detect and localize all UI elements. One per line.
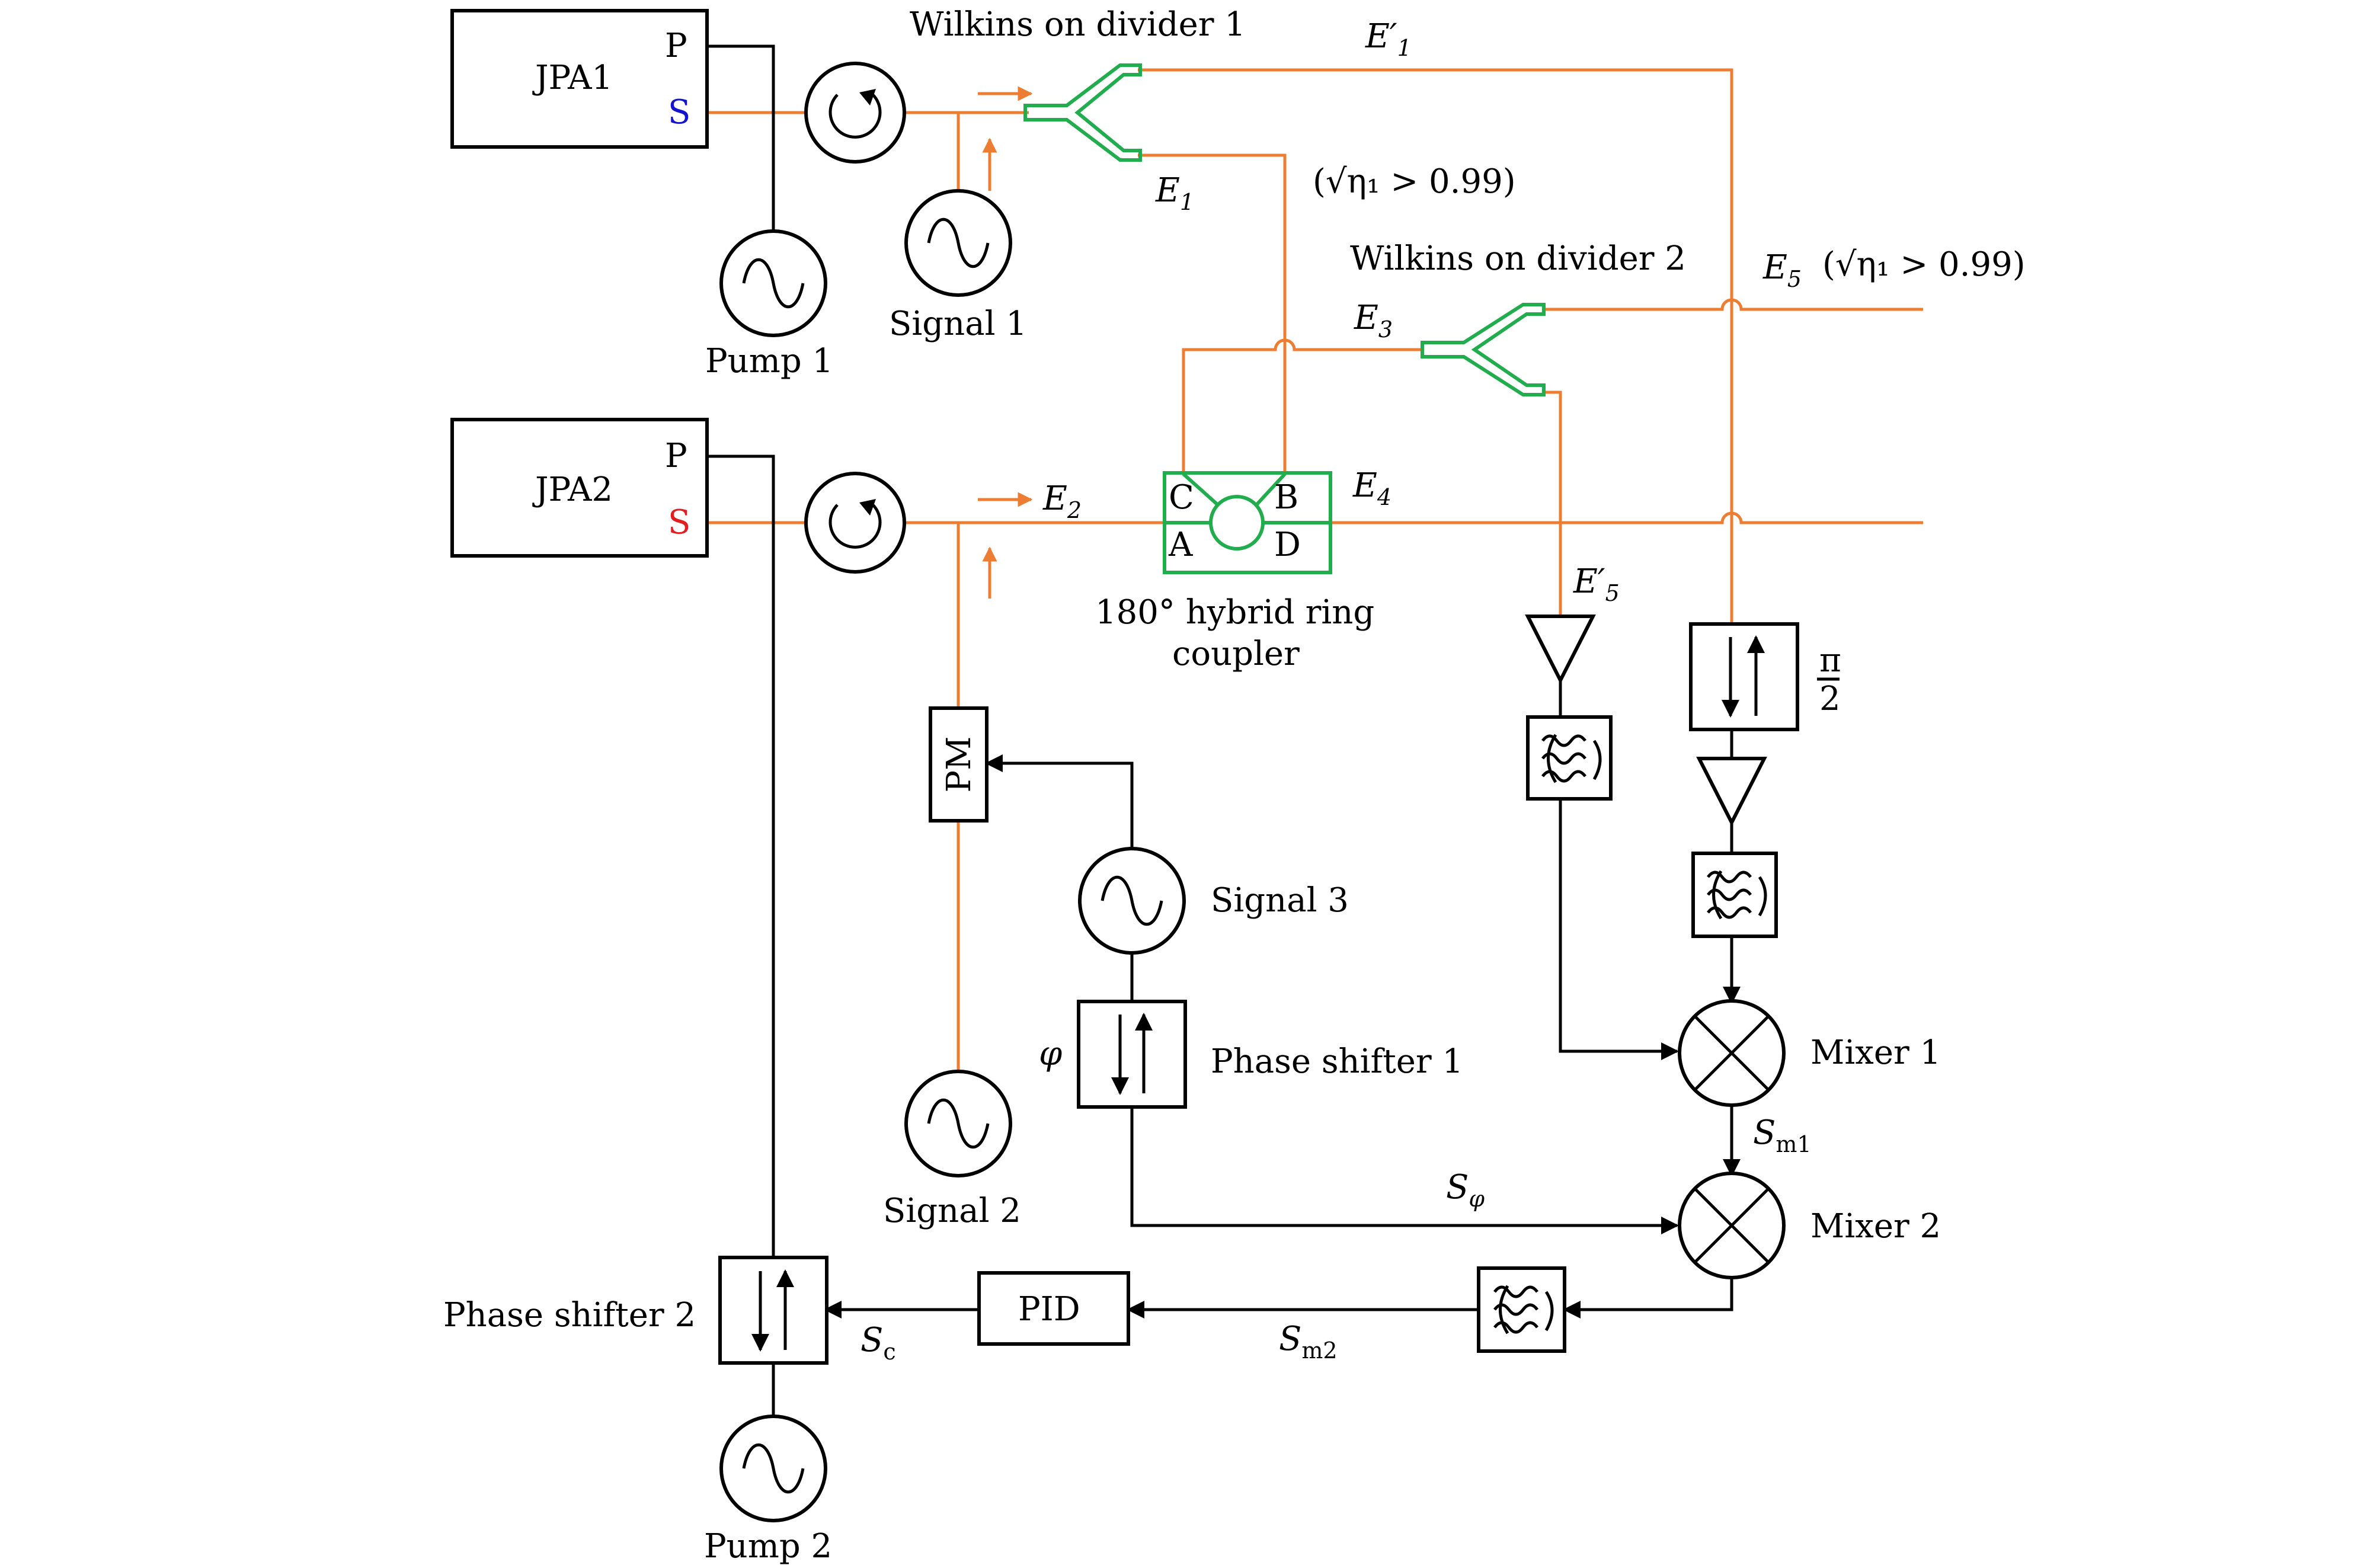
pump2-label: Pump 2	[704, 1527, 832, 1566]
label-e2: E2	[1042, 479, 1082, 523]
phase-shifter2-label: Phase shifter 2	[443, 1296, 696, 1335]
filter-icon	[1541, 734, 1602, 783]
signal2-label: Signal 2	[883, 1192, 1021, 1230]
jpa1-label: JPA1	[532, 59, 613, 97]
eta-e5-annotation: (√η₁ > 0.99)	[1822, 245, 2026, 284]
coupler-label-2: coupler	[1172, 635, 1300, 673]
pump1-label: Pump 1	[705, 342, 833, 380]
circulator-2	[804, 472, 906, 574]
jpa2-port-s: S	[668, 503, 690, 542]
control-lines	[707, 44, 1741, 1416]
amplifier-icon	[1696, 757, 1767, 827]
divider1-label: Wilkins on divider 1	[910, 5, 1246, 44]
signal3-source: Signal 3	[1078, 847, 1349, 955]
pi-numerator: π	[1819, 641, 1841, 680]
mixer-1	[1678, 999, 1786, 1107]
coupler-port-a: A	[1168, 526, 1193, 564]
amplifier-icon	[1525, 615, 1596, 684]
filter-icon	[1493, 1285, 1554, 1335]
jpa2-port-p: P	[665, 437, 687, 475]
circulator-arrow-icon	[859, 89, 876, 105]
phase-shifter1-symbol: φ	[1039, 1035, 1062, 1073]
sine-icon	[742, 1443, 805, 1494]
label-e3: E3	[1354, 299, 1393, 343]
signal1-source: Signal 1	[889, 189, 1027, 343]
mixer2-label: Mixer 2	[1810, 1207, 1941, 1246]
jpa1-port-s: S	[668, 93, 690, 132]
phase-shifter-1	[1077, 1000, 1187, 1109]
coupler-port-b: B	[1274, 478, 1298, 517]
pi-half-shifter	[1689, 622, 1799, 731]
signal1-label: Signal 1	[889, 305, 1027, 343]
label-e5: E5	[1762, 248, 1802, 292]
sine-icon	[927, 1098, 990, 1149]
rf-lines	[707, 68, 1923, 1071]
pm-label: PM	[940, 736, 978, 792]
divider2-label: Wilkins on divider 2	[1350, 239, 1686, 278]
filter-3	[1477, 1266, 1566, 1353]
circulator-arrow-icon	[859, 499, 876, 516]
jpa2-label: JPA2	[532, 471, 613, 509]
phase-modulator: PM	[929, 706, 989, 823]
wilkinson-divider-1	[1023, 63, 1142, 162]
phase-shifter-2	[718, 1256, 828, 1365]
signal3-label: Signal 3	[1211, 881, 1349, 920]
pid-label: PID	[1018, 1290, 1080, 1329]
eta-e1-annotation: (√η₁ > 0.99)	[1313, 162, 1516, 201]
sine-icon	[1101, 875, 1163, 926]
label-sm1: Sm1	[1753, 1113, 1812, 1157]
label-e5p: E′5	[1573, 562, 1620, 606]
mixer1-label: Mixer 1	[1810, 1033, 1941, 1072]
jpa2-block: JPA2 P S	[450, 418, 709, 558]
amplifier-2	[1696, 757, 1767, 827]
circulator-1	[804, 62, 906, 164]
amplifier-1	[1525, 615, 1596, 684]
wilkinson-divider-2	[1421, 303, 1546, 396]
label-e1: E1	[1155, 171, 1194, 215]
coupler-port-d: D	[1274, 526, 1301, 564]
filter-2	[1691, 852, 1778, 938]
jpa1-port-p: P	[665, 27, 687, 65]
pi-denominator: 2	[1819, 680, 1841, 718]
coupler-port-c: C	[1169, 478, 1194, 517]
sine-icon	[927, 217, 990, 268]
filter-icon	[1707, 870, 1767, 920]
pump2-source: Pump 2	[704, 1415, 832, 1566]
pid-controller: PID	[977, 1271, 1130, 1346]
sine-icon	[742, 258, 805, 309]
label-sphi: Sφ	[1446, 1168, 1485, 1212]
coupler-label-1: 180° hybrid ring	[1095, 593, 1374, 632]
label-e4: E4	[1352, 466, 1391, 510]
label-e1p: E′1	[1365, 17, 1412, 61]
propagation-arrows	[978, 86, 1033, 599]
label-sc: Sc	[860, 1321, 896, 1365]
pump1-source: Pump 1	[705, 229, 833, 380]
phase-shifter1-label: Phase shifter 1	[1211, 1042, 1463, 1081]
hybrid-ring-coupler	[1163, 471, 1332, 574]
label-sm2: Sm2	[1279, 1320, 1338, 1364]
signal2-source: Signal 2	[883, 1070, 1021, 1230]
jpa1-block: JPA1 P S	[450, 9, 709, 149]
mixer-2	[1678, 1172, 1786, 1279]
filter-1	[1526, 715, 1613, 801]
